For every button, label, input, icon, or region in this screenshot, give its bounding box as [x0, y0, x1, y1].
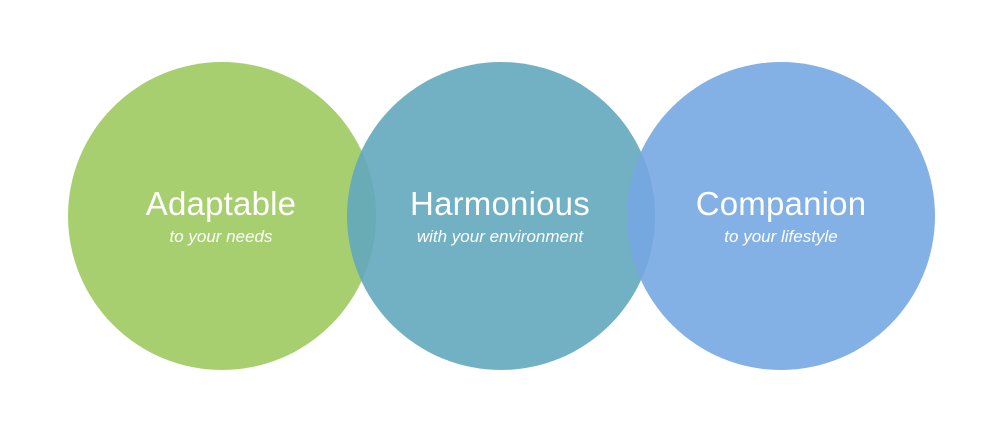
circle-harmonious — [347, 62, 655, 370]
circle-adaptable — [68, 62, 376, 370]
circle-companion — [627, 62, 935, 370]
